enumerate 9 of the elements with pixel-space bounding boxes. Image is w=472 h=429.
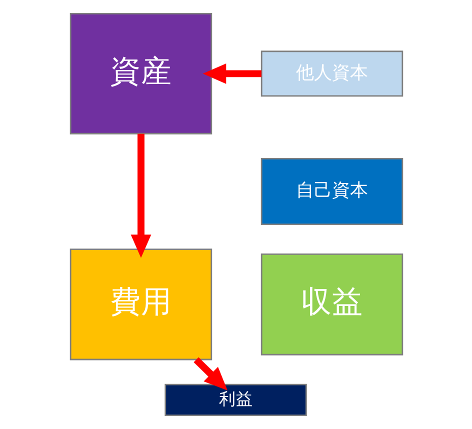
arrow bbox=[193, 357, 228, 390]
node-box: 他人資本 bbox=[260, 50, 403, 97]
node-box: 自己資本 bbox=[260, 158, 403, 225]
node-box: 利益 bbox=[164, 384, 306, 416]
arrow bbox=[130, 134, 151, 258]
node-box: 資産 bbox=[69, 13, 212, 134]
node-box: 費用 bbox=[69, 248, 212, 360]
arrow bbox=[202, 63, 261, 84]
node-box: 収益 bbox=[260, 254, 403, 356]
